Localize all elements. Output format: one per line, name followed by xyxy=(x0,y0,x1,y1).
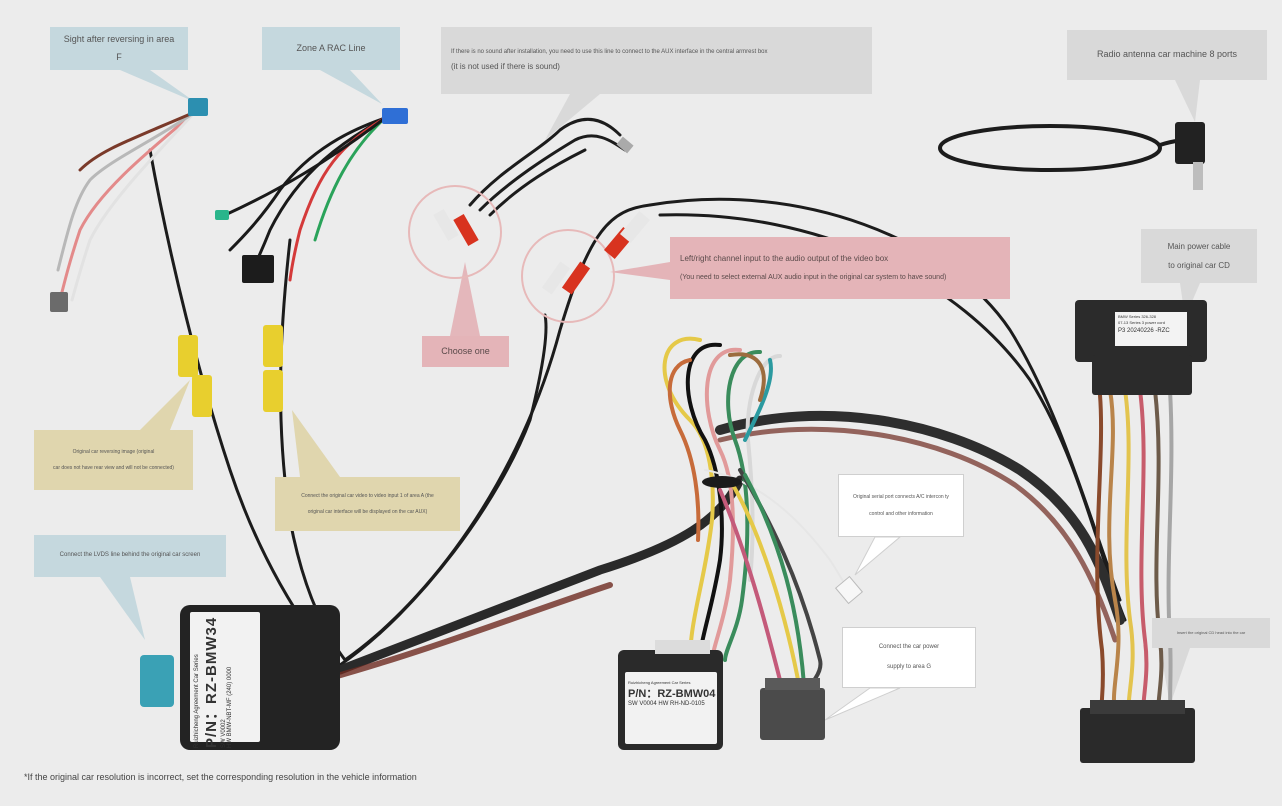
callout-main-power: Main power cable to original car CD xyxy=(1141,229,1257,283)
fakra-teal-connector-top xyxy=(188,98,208,116)
callout-reversing-sight-text: Sight after reversing in area F xyxy=(63,34,175,62)
callout-insert-cd-text: Insert the original CD head into the car xyxy=(1176,630,1246,636)
small-box-series: Ruizhicheng Agreement Car Series xyxy=(628,680,691,685)
callout-reversing-sight: Sight after reversing in area F xyxy=(50,27,188,70)
callout-lvds: Connect the LVDS line behind the origina… xyxy=(34,535,226,577)
choose-one-circle-right xyxy=(521,229,615,323)
callout-car-power-text-2: supply to area G xyxy=(886,663,932,670)
callout-orig-reversing: Original car reversing image (original c… xyxy=(34,430,193,490)
blue-callout-tails xyxy=(100,70,382,640)
main-connector-sticker: BMW Series 326-328 07-13 Series 3 power … xyxy=(1118,314,1186,336)
antenna-pin xyxy=(1193,162,1203,190)
choose-one-circle-left xyxy=(408,185,502,279)
callout-orig-reversing-text-2: car does not have rear view and will not… xyxy=(53,465,174,471)
callout-orig-serial-text-2: control and other information xyxy=(869,510,933,517)
callout-car-power: Connect the car power supply to area G xyxy=(842,627,976,688)
callout-car-power-text-1: Connect the car power xyxy=(878,644,940,651)
lvds-fakra-connector xyxy=(140,655,174,707)
rca-pair-right xyxy=(541,211,651,295)
cd-callout-tail xyxy=(1160,648,1190,705)
small-box-hw: HW RH-ND-0105 xyxy=(658,701,705,707)
callout-orig-video-text-1: Connect the original car video to video … xyxy=(301,493,434,499)
gray-callout-tails xyxy=(545,80,1200,318)
area-f-harness xyxy=(56,110,197,302)
small-green-connector xyxy=(215,210,229,220)
callout-choose-one: Choose one xyxy=(422,336,509,367)
main-box-hw: HW BMW-NBT-MF (240) 0000 xyxy=(227,666,233,748)
callout-lvds-text: Connect the LVDS line behind the origina… xyxy=(59,552,201,559)
callout-main-power-text-2: to original car CD xyxy=(1168,261,1230,270)
callout-orig-serial: Original serial port connects A/C interc… xyxy=(838,474,964,537)
harness-zip-tie xyxy=(702,476,742,488)
small-gray-connector xyxy=(50,292,68,312)
cd-connector xyxy=(1080,700,1195,763)
main-connector-line3: P3 20240226 -RZC xyxy=(1118,327,1170,334)
main-box-pn: P/N：RZ-BMW34 xyxy=(203,616,220,748)
aux-jack-plug xyxy=(616,136,634,154)
pink-callout-tails xyxy=(450,262,670,336)
callout-orig-video: Connect the original car video to video … xyxy=(275,477,460,531)
callout-main-power-text-1: Main power cable xyxy=(1167,241,1231,251)
callout-radio-antenna-text: Radio antenna car machine 8 ports xyxy=(1096,49,1238,60)
car-power-connector xyxy=(760,678,825,740)
antenna-plug xyxy=(1175,122,1205,164)
callout-zone-a-rac: Zone A RAC Line xyxy=(262,27,400,70)
radio-antenna-cable xyxy=(938,124,1197,172)
small-box-sw-hw: SW V0004 HW RH-ND-0105 xyxy=(628,701,716,707)
rca-pair-left xyxy=(433,209,479,246)
callout-radio-antenna: Radio antenna car machine 8 ports xyxy=(1067,30,1267,80)
aux-cable xyxy=(468,117,627,217)
main-power-connector xyxy=(1075,300,1207,395)
khaki-callout-tails xyxy=(140,380,340,477)
callout-lr-channel: Left/right channel input to the audio ou… xyxy=(670,237,1010,299)
main-connector-line2: 07-13 Series 3 power cord xyxy=(1118,320,1165,326)
main-box-label: Ruizhicheng Agreement Car Series P/N：RZ-… xyxy=(194,608,256,748)
callout-no-sound-text-1: If there is no sound after installation,… xyxy=(451,49,768,56)
callout-lr-channel-text-2: (You need to select external AUX audio i… xyxy=(680,274,947,282)
main-power-harness xyxy=(1095,388,1174,714)
main-connector-line1: BMW Series 326-328 xyxy=(1118,314,1157,319)
callout-orig-serial-text-1: Original serial port connects A/C interc… xyxy=(853,493,949,500)
callout-no-sound: If there is no sound after installation,… xyxy=(441,27,872,94)
small-box-label: Ruizhicheng Agreement Car Series P/N：RZ-… xyxy=(628,680,716,707)
yellow-rca-connectors xyxy=(178,325,283,417)
rac-black-block xyxy=(242,255,274,283)
callout-orig-reversing-text-1: Original car reversing image (original xyxy=(72,449,155,455)
callout-zone-a-rac-text: Zone A RAC Line xyxy=(296,42,366,53)
callout-orig-video-text-2: original car interface will be displayed… xyxy=(307,509,428,515)
small-box-pn: P/N：RZ-BMW04 xyxy=(628,688,716,700)
footnote-resolution: *If the original car resolution is incor… xyxy=(24,772,417,782)
serial-white-connector xyxy=(834,575,864,605)
callout-insert-cd: Insert the original CD head into the car xyxy=(1152,618,1270,648)
main-decoder-box xyxy=(180,605,340,750)
callout-lr-channel-text-1: Left/right channel input to the audio ou… xyxy=(680,253,889,263)
small-module-box xyxy=(618,640,723,750)
callout-no-sound-text-2: (it is not used if there is sound) xyxy=(451,61,560,71)
rac-blue-connector xyxy=(382,108,408,124)
white-callout-tails xyxy=(824,536,902,721)
small-box-sw: SW V0004 xyxy=(628,701,657,707)
callout-choose-one-text: Choose one xyxy=(441,345,490,356)
